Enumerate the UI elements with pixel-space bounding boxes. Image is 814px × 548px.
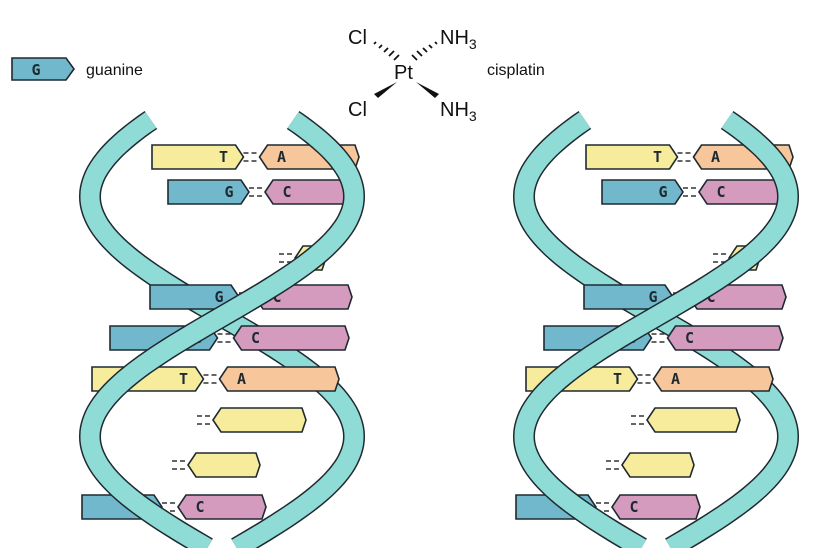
base-letter-right: A	[277, 148, 286, 166]
base-letter-right: A	[711, 148, 720, 166]
thymine-base-left	[151, 144, 245, 170]
base-letter-right: C	[706, 288, 715, 306]
base-letter-right: C	[629, 498, 638, 516]
base-letter-left: G	[224, 183, 233, 201]
base-letter-right: C	[282, 183, 291, 201]
base-pair-row	[606, 452, 695, 478]
base-pair-row	[172, 452, 261, 478]
adenine-base-right	[218, 366, 340, 392]
base-letter-left: G	[214, 288, 223, 306]
cytosine-base-right	[177, 494, 267, 520]
wedge-bond-bottom-right	[416, 82, 439, 98]
base-letter-right: C	[272, 288, 281, 306]
hashed-bond-top-right	[411, 41, 438, 61]
backbone-strand-front-fill	[514, 112, 798, 548]
base-letter-left: T	[219, 148, 228, 166]
base-letter-left: G	[658, 183, 667, 201]
base-letter-right: C	[251, 329, 260, 347]
cytosine-base-right	[232, 325, 350, 351]
wedge-bond-bottom-left	[374, 82, 397, 98]
cytosine-base-right	[666, 325, 784, 351]
base-letter-left: T	[179, 370, 188, 388]
platinum-center: Pt	[394, 62, 413, 84]
base-letter-right: A	[671, 370, 680, 388]
ligand-top-left: Cl	[348, 27, 367, 49]
base-base-right	[187, 452, 261, 478]
base-pair-row	[631, 407, 741, 433]
guanine-legend-label: guanine	[86, 62, 143, 79]
ligand-bottom-right: NH3	[440, 99, 477, 124]
ligand-bottom-left: Cl	[348, 99, 367, 121]
cisplatin-label: cisplatin	[487, 62, 545, 79]
backbone-strand-front-fill	[80, 112, 364, 548]
ligand-top-right: NH3	[440, 27, 477, 52]
base-letter-right: A	[237, 370, 246, 388]
base-letter-right: C	[685, 329, 694, 347]
guanine-legend-arrow	[11, 57, 75, 81]
base-letter-left: T	[613, 370, 622, 388]
thymine-base-left	[585, 144, 679, 170]
base-letter-left: G	[648, 288, 657, 306]
guanine-legend-symbol: G	[31, 61, 40, 79]
guanine-base-left	[167, 179, 250, 205]
cisplatin-structure: Cl Cl Pt NH3 NH3 cisplatin	[348, 27, 545, 124]
base-base-right	[646, 407, 741, 433]
hashed-bond-top-left	[373, 41, 400, 61]
base-letter-right: C	[716, 183, 725, 201]
base-base-right	[212, 407, 307, 433]
adenine-base-right	[652, 366, 774, 392]
cytosine-base-right	[611, 494, 701, 520]
guanine-base-left	[601, 179, 684, 205]
base-letter-left: T	[653, 148, 662, 166]
base-pair-row	[197, 407, 307, 433]
base-base-right	[621, 452, 695, 478]
guanine-legend: G guanine	[11, 57, 143, 81]
base-letter-right: C	[195, 498, 204, 516]
